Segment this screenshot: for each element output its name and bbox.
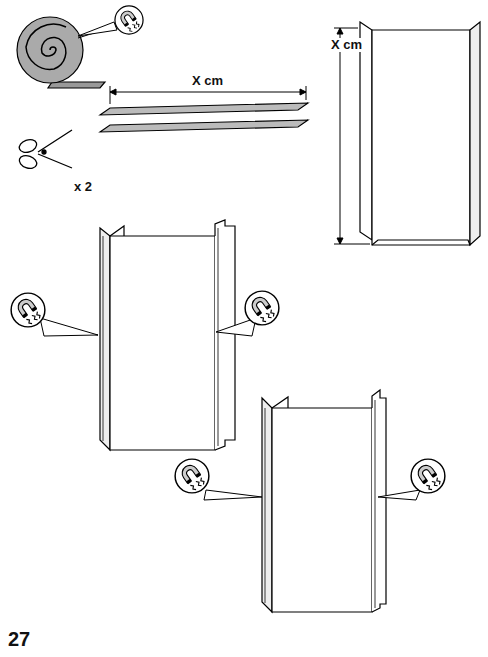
quantity-label: x 2 bbox=[72, 180, 94, 194]
dimension-label: X cm bbox=[190, 74, 225, 88]
dimension-label: X cm bbox=[329, 38, 364, 52]
step-number: 27 bbox=[6, 628, 32, 650]
